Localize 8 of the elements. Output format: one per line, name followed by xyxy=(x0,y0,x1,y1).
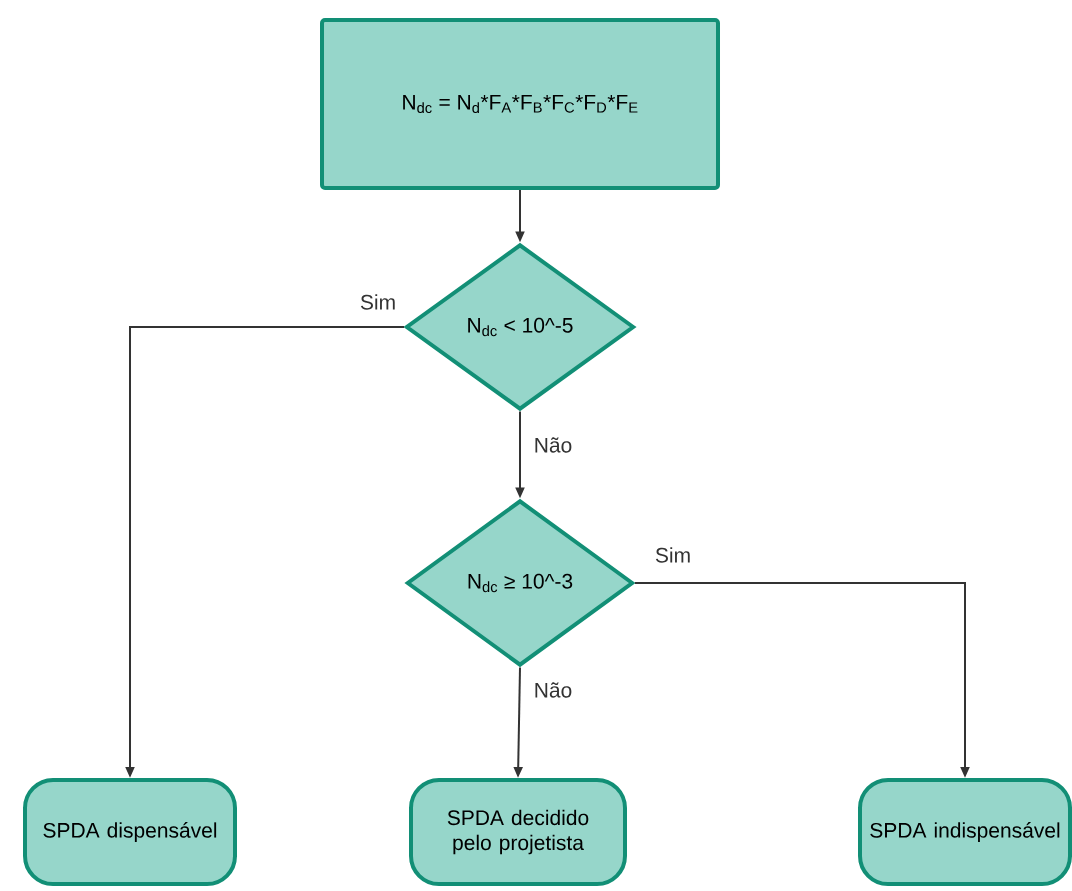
edge-label: Sim xyxy=(358,293,398,311)
edge-label: Sim xyxy=(653,546,693,564)
process-box: N$_{dc}$ = N$_{d}$*F$_{A}$*F$_{B}$*F$_{C}$*F$_{D}$*F$_{E}$ xyxy=(320,18,720,190)
edge-label: Não xyxy=(532,681,574,699)
terminal-box: SPDA decidido pelo projetista xyxy=(409,778,627,886)
terminal-box: SPDA dispensável xyxy=(23,778,237,886)
edge-label: Não xyxy=(532,436,574,454)
terminal-box: SPDA indispensável xyxy=(858,778,1072,886)
